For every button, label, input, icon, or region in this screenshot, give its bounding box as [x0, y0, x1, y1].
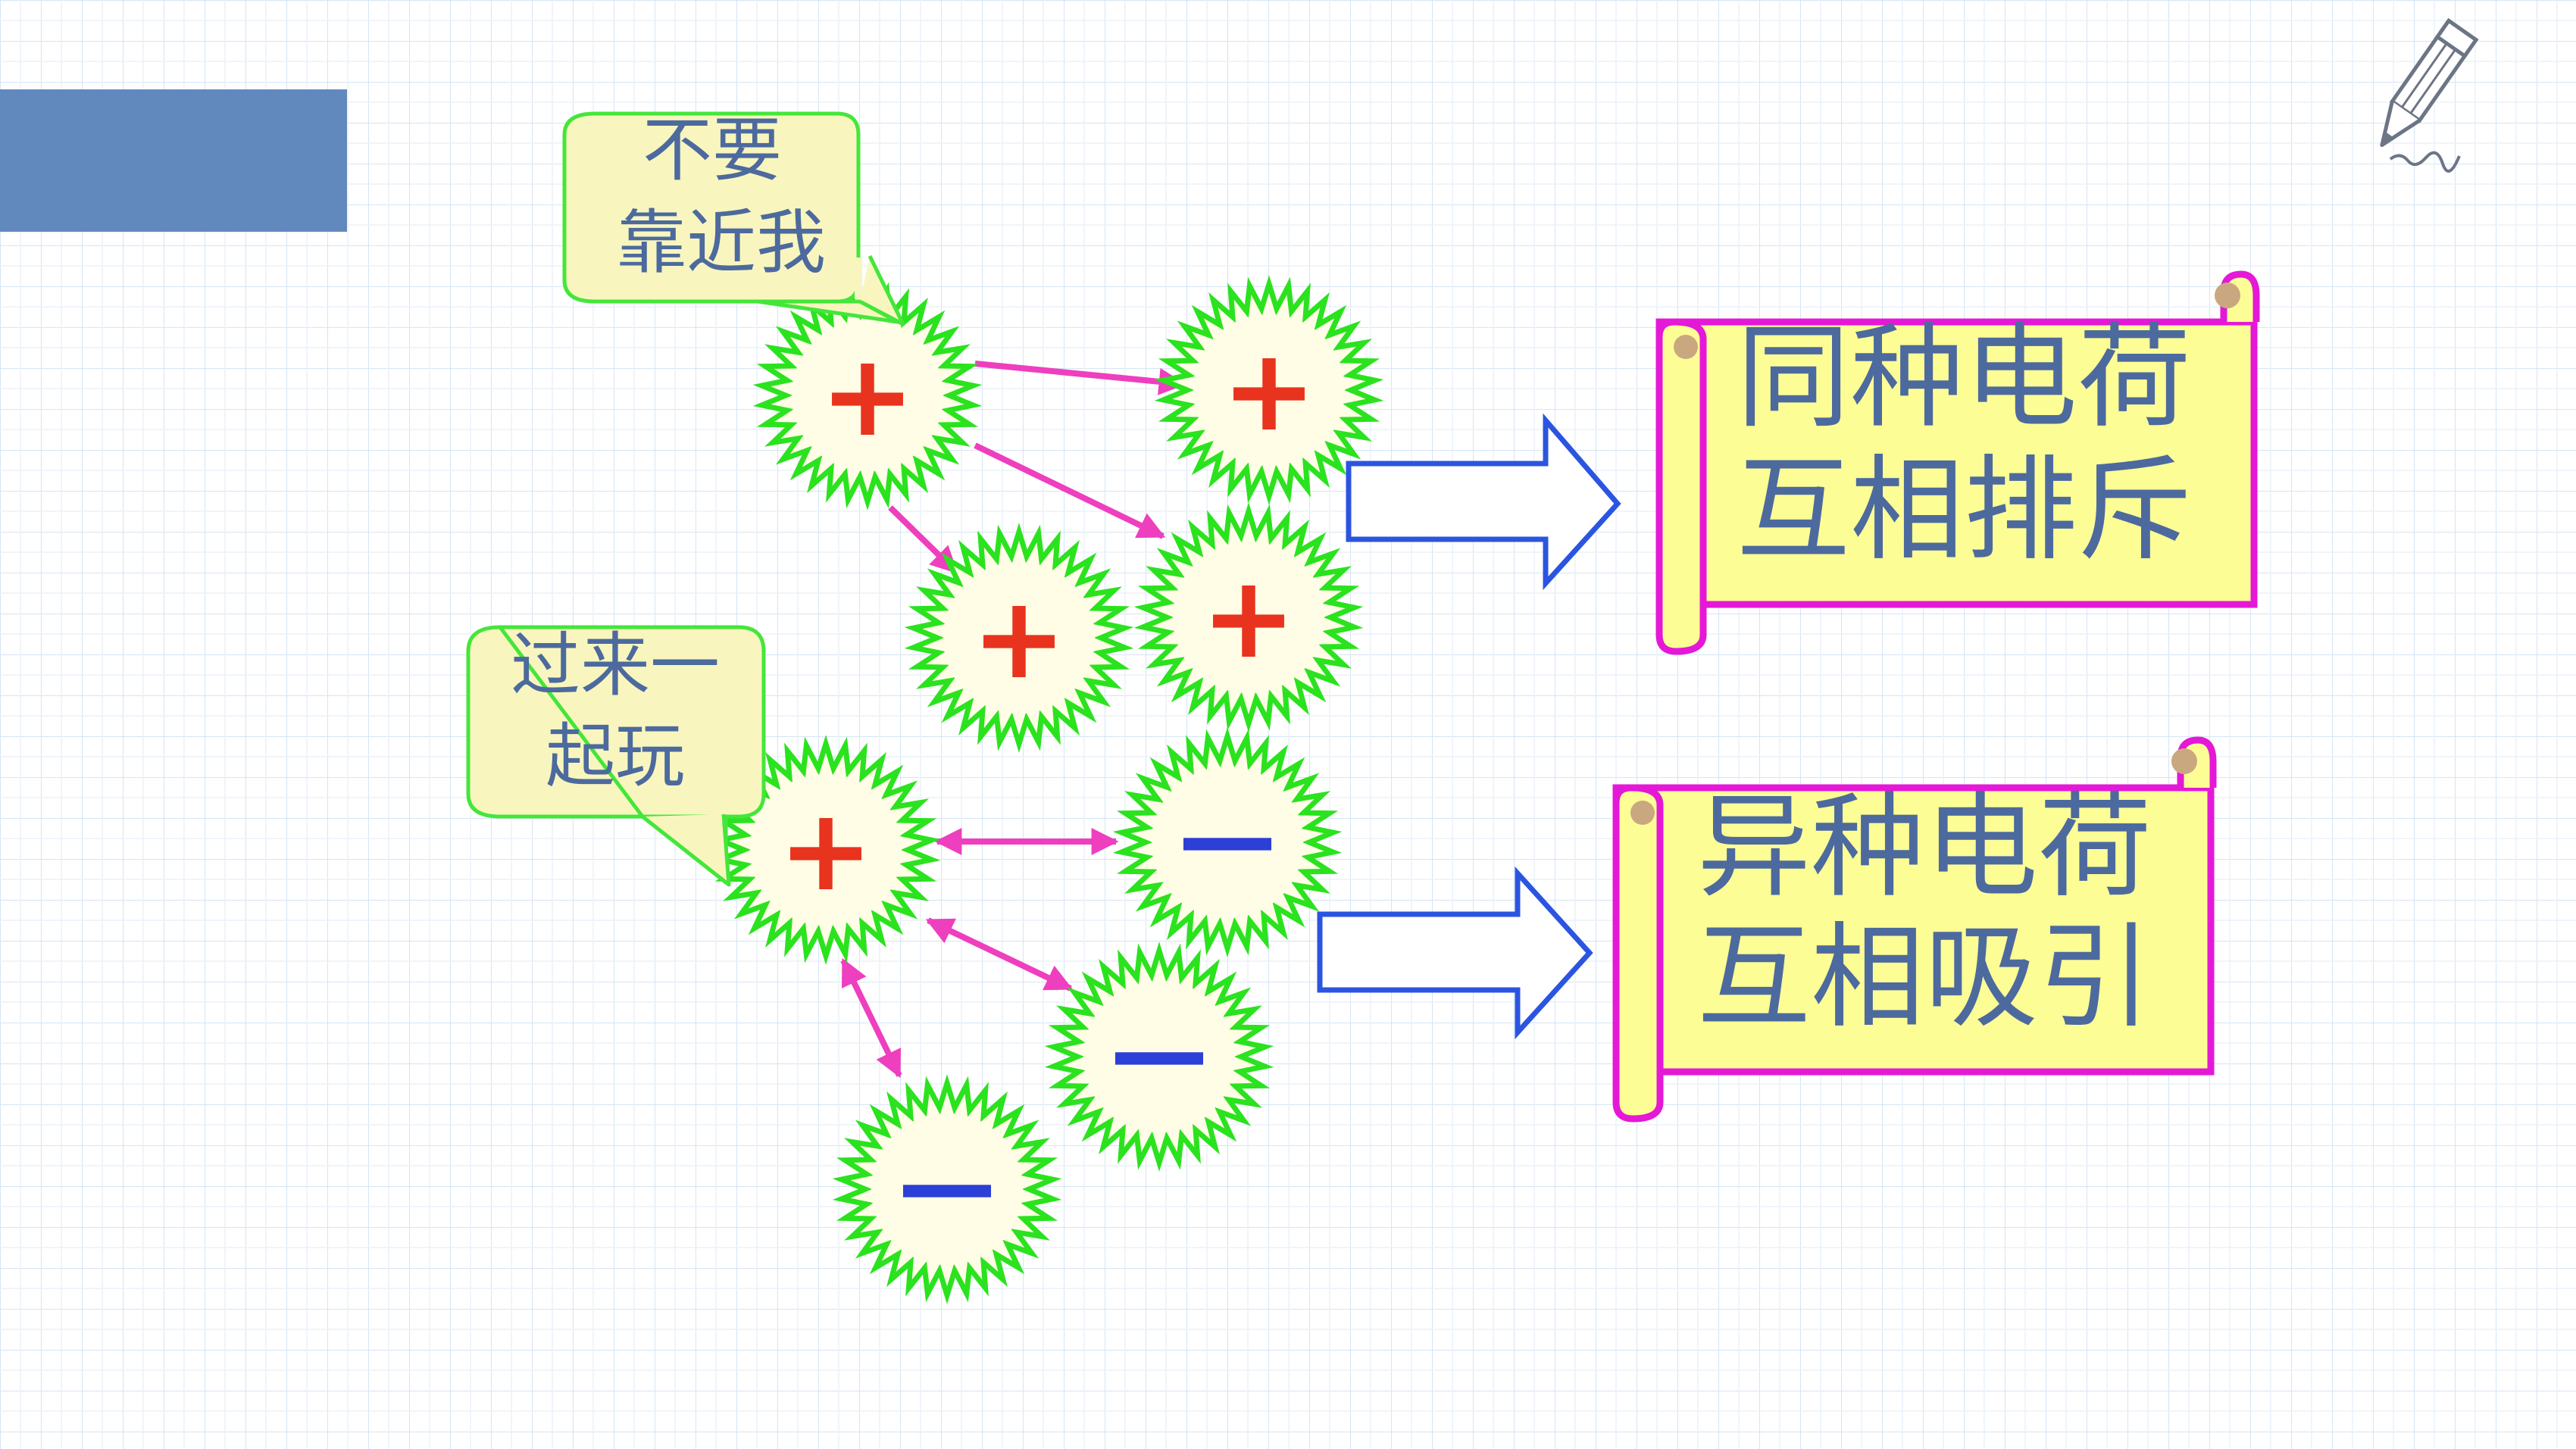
plus-sign: + — [820, 330, 915, 462]
charges-group: + + + + + — — — — [711, 275, 1384, 1304]
attraction-arrows — [840, 828, 1119, 1079]
positive-charge: + — [752, 280, 983, 511]
positive-charge: + — [711, 735, 941, 965]
plus-sign: + — [1201, 552, 1296, 684]
attraction-arrow — [840, 957, 902, 1079]
block-arrow-unlike — [1317, 866, 1593, 1040]
scroll-line: 同种电荷 — [1737, 312, 2191, 444]
positive-charge: + — [904, 523, 1134, 753]
positive-charge: + — [1154, 275, 1384, 505]
speech-bubble-come-play: 过来一 起玩 — [466, 625, 766, 887]
repulsion-arrow — [974, 442, 1166, 539]
bubble-line: 过来一 — [511, 625, 720, 706]
attraction-arrow — [925, 917, 1074, 992]
negative-charge: — — [1112, 727, 1343, 957]
positive-charge: + — [1133, 502, 1364, 732]
charge-core — [1173, 542, 1324, 693]
speech-bubble-keep-away: 不要 靠近我 — [562, 110, 905, 326]
minus-sign: — — [1178, 779, 1277, 895]
scroll-line: 互相排斥 — [1737, 445, 2191, 576]
minus-sign: — — [1110, 994, 1208, 1109]
scroll-line: 异种电荷 — [1697, 782, 2152, 913]
plus-sign: + — [971, 573, 1067, 704]
negative-charge: — — [1044, 942, 1274, 1172]
header-block — [0, 89, 347, 232]
charge-core — [750, 774, 902, 926]
pencil-icon — [2380, 17, 2479, 173]
scroll-unlike-charges: 异种电荷 互相吸引 — [1612, 736, 2217, 1123]
charge-core — [943, 562, 1095, 714]
charge-core — [1193, 314, 1345, 466]
charge-core — [871, 1113, 1023, 1265]
plus-sign: + — [1221, 325, 1317, 457]
repulsion-arrows — [888, 361, 1186, 574]
bubble-line: 起玩 — [546, 716, 685, 797]
charge-core — [1083, 981, 1235, 1132]
minus-sign: — — [898, 1126, 996, 1241]
charge-core — [1152, 767, 1303, 918]
scroll-line: 互相吸引 — [1697, 912, 2152, 1044]
bubble-line: 靠近我 — [617, 202, 826, 283]
bubble-line: 不要 — [642, 110, 782, 191]
repulsion-arrow — [888, 505, 958, 574]
charge-core — [792, 320, 943, 471]
repulsion-arrow — [974, 361, 1186, 395]
block-arrow-like — [1346, 413, 1621, 591]
negative-charge: — — [832, 1074, 1062, 1304]
scroll-like-charges: 同种电荷 互相排斥 — [1655, 270, 2260, 655]
plus-sign: + — [778, 785, 874, 917]
